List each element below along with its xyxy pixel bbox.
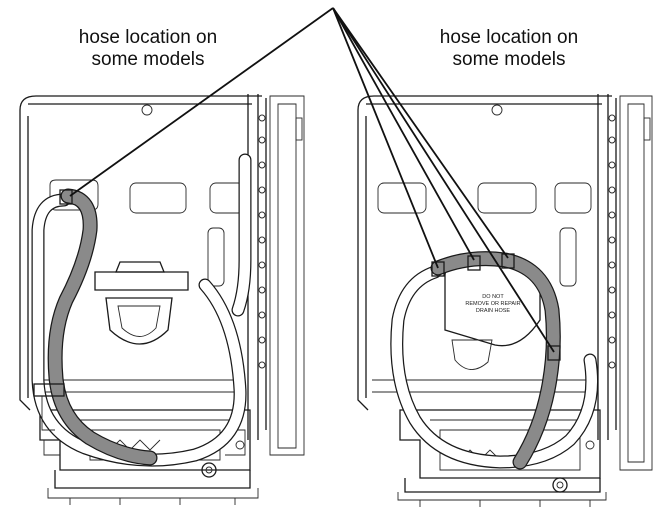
leader-line-left bbox=[69, 7, 334, 197]
caption-left: hose location on some models bbox=[28, 27, 268, 71]
leader-line-right-2 bbox=[332, 7, 475, 261]
caption-right-line2: some models bbox=[452, 49, 566, 70]
leader-line-right-3 bbox=[332, 7, 509, 259]
caption-left-line1: hose location on bbox=[78, 27, 218, 48]
tub-label-2: REMOVE OR REPAIR bbox=[465, 301, 520, 307]
caption-right-line1: hose location on bbox=[439, 27, 579, 48]
leader-lines bbox=[69, 7, 555, 353]
leader-line-right-1 bbox=[332, 7, 439, 269]
caption-right: hose location on some models bbox=[389, 27, 629, 71]
caption-left-line2: some models bbox=[91, 49, 205, 70]
tub-label-3: DRAIN HOSE bbox=[476, 308, 511, 314]
left-dishwasher bbox=[19, 94, 305, 505]
tub-label-1: DO NOT bbox=[482, 294, 504, 300]
right-dishwasher: DO NOT REMOVE OR REPAIR DRAIN HOSE bbox=[357, 94, 653, 507]
leader-line-right-4 bbox=[332, 7, 555, 353]
